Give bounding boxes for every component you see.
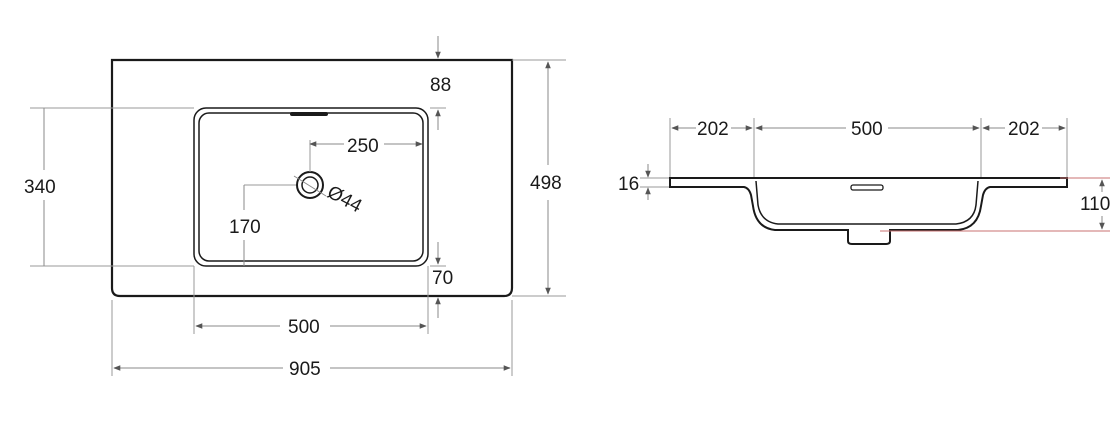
dim-70-label: 70 [432,268,453,289]
side-section-outer [669,177,1068,245]
dim-905-label: 905 [289,359,321,380]
side-overflow-slot [850,184,884,191]
dim-498-label: 498 [530,173,562,194]
overflow-slot [290,112,328,116]
dim-202-left-label: 202 [697,119,729,140]
top-view: 88 340 498 250 Ø44 170 70 [24,36,566,380]
dim-88-label: 88 [430,75,451,96]
dim-202-right-label: 202 [1008,119,1040,140]
dim-170-label: 170 [229,217,261,238]
dim-16-label: 16 [618,174,639,195]
drain-inner-icon [301,176,319,194]
dim-500-label: 500 [288,317,320,338]
dim-110-label: 110 [1080,194,1110,215]
side-section-inner [755,180,979,225]
dim-500-side-label: 500 [851,119,883,140]
side-view: 202 500 202 16 110 [618,118,1110,245]
dim-340-label: 340 [24,177,56,198]
basin-outline-outer [193,107,429,267]
dim-250-label: 250 [347,136,379,157]
dim-diameter-leader [293,175,327,197]
